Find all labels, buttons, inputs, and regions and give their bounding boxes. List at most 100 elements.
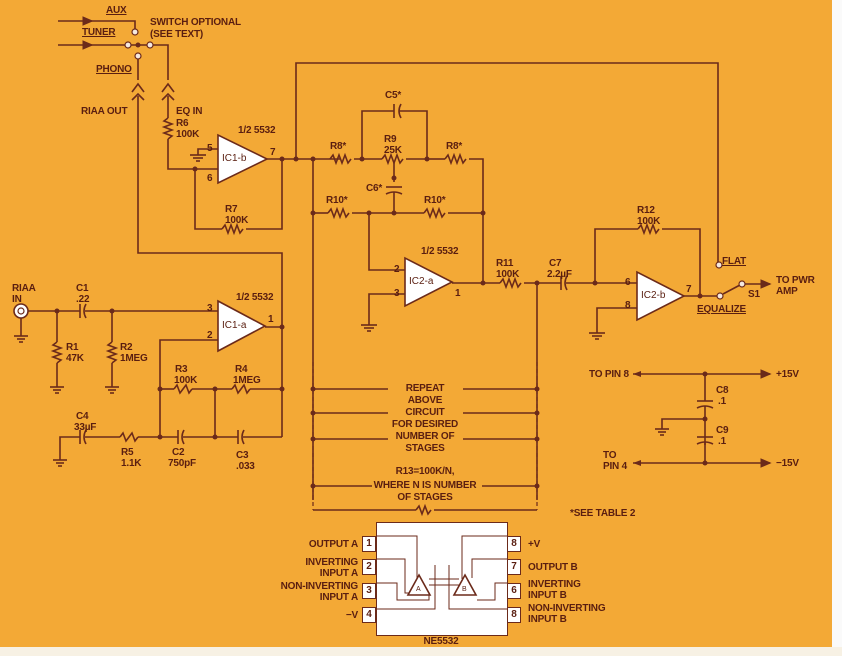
pin6-label-1: INVERTING	[528, 579, 581, 590]
ic1b-label: IC1-b	[222, 153, 247, 164]
amp-a-label: A	[416, 586, 421, 593]
wire	[59, 436, 80, 460]
pin2-label-1: INVERTING	[305, 557, 358, 568]
ne5532-internal-wiring: A B	[377, 535, 507, 610]
pin-6: 6	[507, 583, 521, 599]
pin1-label: OUTPUT A	[308, 539, 358, 550]
node	[279, 386, 285, 392]
r10-right-resistor	[423, 206, 446, 220]
node	[391, 175, 397, 181]
node	[279, 156, 285, 162]
r6-resistor	[161, 117, 175, 140]
repeat-note-line-4: FOR DESIRED	[391, 419, 459, 430]
ground-icon	[14, 335, 28, 343]
node	[480, 280, 486, 286]
c9-value: .1	[718, 436, 726, 447]
input-selector-switch	[58, 16, 175, 101]
riaa-in-label-1: RIAA	[12, 283, 36, 294]
ic1a-pin3: 3	[207, 303, 213, 314]
ic2a-pin2: 2	[394, 264, 400, 275]
r11-value: 100K	[496, 269, 520, 280]
r5-resistor	[119, 431, 139, 443]
pin2-label-2: INPUT A	[319, 568, 358, 579]
repeat-stages-block	[310, 362, 540, 517]
to-pin8-label: TO PIN 8	[589, 369, 629, 380]
see-text-label: (SEE TEXT)	[150, 29, 204, 40]
riaa-out-wire	[137, 96, 283, 327]
repeat-note-line-5: NUMBER OF	[395, 431, 455, 442]
r13-resistor	[415, 503, 432, 517]
pin5-label-1: NON-INVERTING	[528, 603, 606, 614]
r2-name: R2	[120, 342, 133, 353]
r12-resistor	[637, 222, 660, 236]
ic2a-opamp	[404, 256, 454, 308]
ic2b-pin6: 6	[625, 277, 631, 288]
pin8-label: +V	[528, 539, 541, 550]
c4-name: C4	[76, 411, 89, 422]
pin7-label: OUTPUT B	[528, 562, 578, 573]
ic2b-pin7: 7	[686, 284, 692, 295]
r3-resistor	[173, 383, 193, 395]
footnote-see-table: *SEE TABLE 2	[570, 508, 636, 519]
repeat-note-line-2: ABOVE	[407, 395, 443, 406]
r3-name: R3	[175, 364, 188, 375]
s1-common-contact	[738, 280, 746, 288]
ground-icon	[53, 459, 67, 467]
to-pin4-label-1: TO	[603, 450, 617, 461]
node	[391, 210, 397, 216]
minus15v-label: −15V	[776, 458, 799, 469]
r13-note-line-1: R13=100K/N,	[395, 466, 455, 477]
riaa-out-connector	[131, 82, 145, 93]
r6-to-ic1b-wire	[167, 139, 218, 170]
c5-left-wire	[361, 110, 394, 159]
r12-name: R12	[637, 205, 655, 216]
riaa-out-label: RIAA OUT	[81, 106, 128, 117]
pin5-label-2: INPUT B	[528, 614, 567, 625]
plus15v-label: +15V	[776, 369, 799, 380]
r6-name: R6	[176, 118, 189, 129]
c7-name: C7	[549, 258, 562, 269]
s1-label: S1	[748, 289, 760, 300]
r10-right-label: R10*	[424, 195, 446, 206]
c3-capacitor	[241, 429, 245, 445]
ic2a-pin1: 1	[455, 288, 461, 299]
eq-in-plug	[161, 92, 175, 101]
pin-8: 8	[507, 536, 521, 552]
pin6-label-2: INPUT B	[528, 590, 567, 601]
aux-contact	[131, 28, 139, 36]
power-supply-decoupling	[633, 369, 772, 468]
c5-right-wire	[399, 110, 428, 159]
r3-value: 100K	[174, 375, 198, 386]
ic1a-label: IC1-a	[222, 320, 247, 331]
phono-contact	[134, 52, 142, 60]
ic1b-opamp	[217, 133, 269, 185]
switch-optional-label: SWITCH OPTIONAL	[150, 17, 241, 28]
r10-left-resistor	[327, 206, 350, 220]
ground-icon	[190, 154, 206, 162]
r12-right-wire	[662, 228, 701, 296]
ic2b-pin8: 8	[625, 300, 631, 311]
r2-resistor	[105, 341, 119, 364]
ground-icon	[589, 332, 605, 340]
c1-capacitor	[83, 303, 87, 319]
r7-value: 100K	[225, 215, 249, 226]
repeat-note-line-1: REPEAT	[405, 383, 445, 394]
c2-value: 750pF	[168, 458, 196, 469]
pin-5: 8	[507, 607, 521, 623]
to-pwr-amp-label-1: TO PWR	[776, 275, 815, 286]
r7-name: R7	[225, 204, 238, 215]
pin-3: 3	[362, 583, 376, 599]
r10-left-label: R10*	[326, 195, 348, 206]
riaa-out-plug	[131, 92, 145, 101]
repeat-note-line-6: STAGES	[405, 443, 445, 454]
r1-resistor	[50, 341, 64, 364]
r2-value: 1MEG	[120, 353, 148, 364]
to-pin4-label-2: PIN 4	[603, 461, 628, 472]
switch-common-contact	[146, 41, 154, 49]
ic1b-pin7: 7	[270, 147, 276, 158]
c1-value: .22	[76, 294, 90, 305]
c1-name: C1	[76, 283, 89, 294]
tuner-label: TUNER	[82, 27, 116, 38]
r8-left-label: R8*	[330, 141, 347, 152]
